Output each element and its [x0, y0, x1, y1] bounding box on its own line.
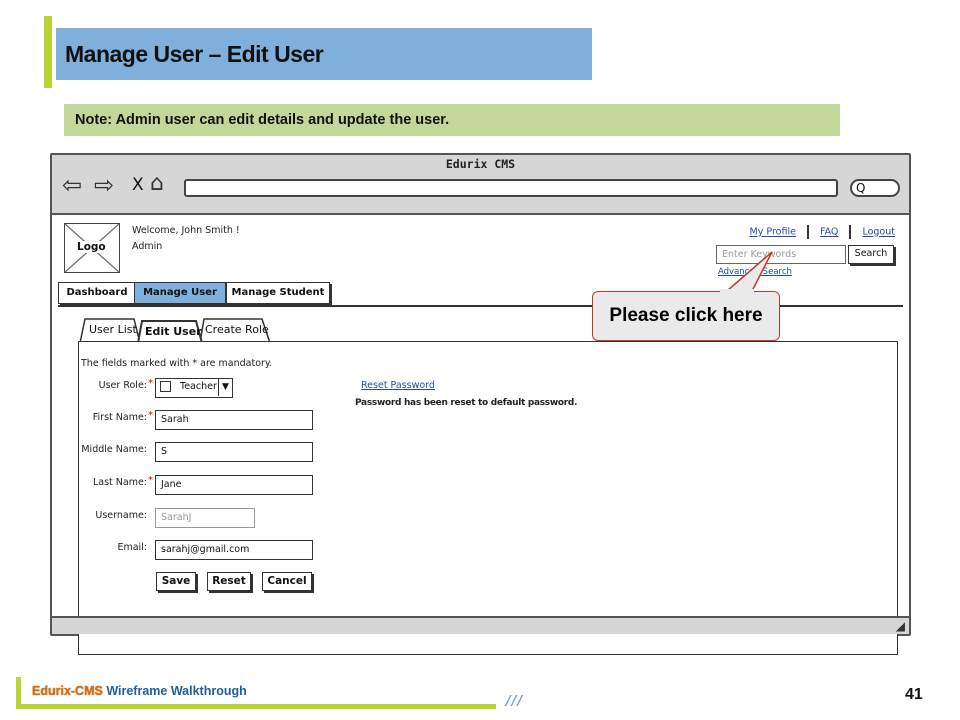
logout-link[interactable]: Logout — [862, 226, 895, 238]
subtab-create-role[interactable]: Create Role — [205, 323, 269, 336]
search-button[interactable]: Search — [848, 245, 894, 264]
username-field: SarahJ — [155, 508, 255, 528]
tab-manage-student[interactable]: Manage Student — [226, 282, 330, 304]
last-name-field[interactable]: Jane — [155, 475, 313, 495]
title-accent-bar — [44, 16, 52, 88]
url-bar[interactable] — [184, 179, 838, 197]
slide-title: Manage User – Edit User — [56, 28, 592, 80]
middle-name-label: Middle Name: — [81, 444, 147, 455]
cancel-button[interactable]: Cancel — [262, 572, 312, 591]
subtab-user-list[interactable]: User List — [89, 323, 137, 336]
logo-label: Logo — [75, 241, 108, 253]
tab-dashboard[interactable]: Dashboard — [58, 282, 136, 304]
footer-caption: Edurix-CMS Wireframe Walkthrough — [32, 684, 247, 698]
welcome-text: Welcome, John Smith ! — [132, 225, 240, 236]
dropdown-arrow-icon: ▼ — [218, 379, 232, 396]
top-links: My Profile FAQ Logout — [750, 225, 895, 239]
subtab-edit-user[interactable]: Edit User — [145, 325, 202, 338]
reset-password-link[interactable]: Reset Password — [361, 380, 435, 391]
keyword-search-input[interactable]: Enter Keywords — [716, 245, 846, 264]
search-icon: Q — [856, 181, 866, 195]
my-profile-link[interactable]: My Profile — [749, 226, 796, 238]
required-marker: * — [148, 410, 153, 421]
footer-slashes: /// — [506, 694, 524, 709]
browser-window: Edurix CMS ⇦ ⇨ X ⌂ Q Logo Welcome, John … — [50, 153, 911, 655]
checkbox-icon — [160, 381, 171, 392]
faq-link[interactable]: FAQ — [820, 226, 839, 238]
browser-status-bar: ◢ — [52, 616, 909, 634]
close-icon[interactable]: X — [132, 175, 144, 195]
reset-password-message: Password has been reset to default passw… — [355, 398, 578, 408]
username-label: Username: — [95, 510, 147, 521]
logo: Logo — [64, 223, 120, 273]
callout-joint — [720, 289, 754, 295]
reset-button[interactable]: Reset — [207, 572, 251, 591]
edit-user-panel: The fields marked with * are mandatory. … — [78, 341, 898, 655]
last-name-label: Last Name: — [92, 477, 147, 488]
required-marker: * — [148, 378, 153, 389]
middle-name-field[interactable]: S — [155, 442, 313, 462]
browser-search-field[interactable]: Q — [850, 179, 900, 197]
click-here-callout: Please click here — [592, 291, 780, 341]
home-icon[interactable]: ⌂ — [150, 171, 164, 196]
footer-walkthrough: Wireframe Walkthrough — [106, 684, 247, 698]
email-field[interactable]: sarahj@gmail.com — [155, 540, 313, 560]
subtab-outlines — [79, 318, 271, 344]
required-marker: * — [148, 475, 153, 486]
back-icon[interactable]: ⇦ — [62, 171, 83, 199]
note-text: Admin user can edit details and update t… — [115, 112, 450, 128]
note-banner: Note: Admin user can edit details and up… — [64, 104, 840, 136]
user-role-text: Admin — [132, 241, 163, 252]
footer-line — [16, 704, 496, 709]
browser-toolbar: Edurix CMS ⇦ ⇨ X ⌂ Q — [52, 155, 909, 215]
page-number: 41 — [905, 686, 923, 703]
email-label: Email: — [117, 542, 147, 553]
save-button[interactable]: Save — [156, 572, 196, 591]
link-divider — [806, 225, 809, 239]
note-label: Note: — [75, 112, 113, 128]
first-name-field[interactable]: Sarah — [155, 410, 313, 430]
mandatory-note: The fields marked with * are mandatory. — [81, 358, 273, 369]
user-role-select[interactable]: Teacher ▼ — [155, 378, 233, 398]
user-role-value: Teacher — [180, 381, 217, 392]
footer-accent-bar — [16, 677, 21, 709]
user-role-label: User Role: — [98, 380, 147, 391]
callout-pointer — [727, 251, 773, 292]
browser-title: Edurix CMS — [445, 157, 516, 171]
footer-brand: Edurix-CMS — [32, 684, 103, 698]
forward-icon[interactable]: ⇨ — [94, 171, 115, 199]
nav-divider — [58, 305, 903, 307]
link-divider — [849, 225, 852, 239]
tab-manage-user[interactable]: Manage User — [134, 282, 226, 304]
resize-grip-icon[interactable]: ◢ — [895, 619, 905, 633]
first-name-label: First Name: — [92, 412, 147, 423]
app-page: Logo Welcome, John Smith ! Admin My Prof… — [52, 217, 909, 655]
